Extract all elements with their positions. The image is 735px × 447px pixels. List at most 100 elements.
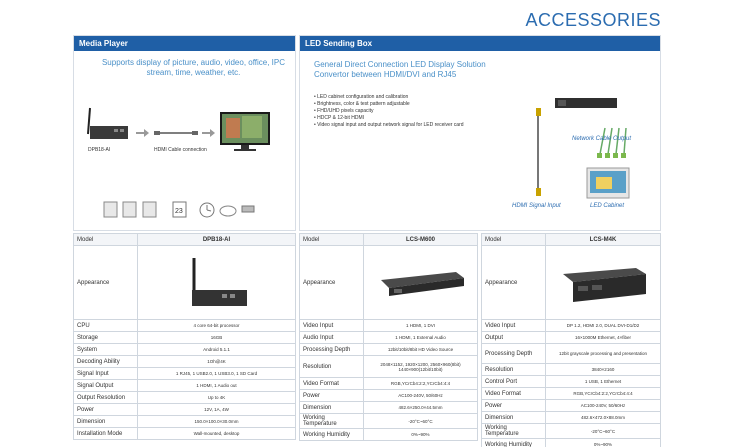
list-item: FHD/UHD pixels capacity — [314, 108, 479, 115]
led-feature-list: LED cabinet configuration and calibratio… — [314, 94, 479, 129]
model-label: Model — [73, 233, 138, 246]
spec-value: Wall-mounted, desktop — [137, 427, 296, 440]
table-row: Appearance — [299, 245, 478, 320]
spec-label: Output Resolution — [73, 391, 138, 404]
spec-label: Dimension — [299, 401, 364, 414]
spec-label: Storage — [73, 331, 138, 344]
sending-box-4k-photo — [563, 267, 646, 302]
spec-value: 1 HDMI, 1 DVI — [363, 319, 478, 332]
spec-label: Resolution — [481, 363, 546, 376]
led-illustration — [536, 98, 630, 199]
spec-label: Power — [299, 389, 364, 402]
spec-value: RGB,YCrCb4:2:2,YCrCb4:4:4 — [545, 387, 661, 400]
product-image-cell — [137, 245, 296, 320]
spec-value: 3840×2160 — [545, 363, 661, 376]
spec-value: 150.0×100.0×30.0mm — [137, 415, 296, 428]
table-row: Model LCS-M4K — [481, 233, 661, 246]
list-item: LED cabinet configuration and calibratio… — [314, 94, 479, 101]
media-player-panel: Media Player Supports display of picture… — [73, 35, 296, 231]
spec-label: Dimension — [73, 415, 138, 428]
spec-value: 4 core 64-bit processor — [137, 319, 296, 332]
spec-label: Signal Input — [73, 367, 138, 380]
spec-label: Working Temperature — [481, 423, 546, 439]
spec-value: 482.6×250.0×44.5mm — [363, 401, 478, 414]
spec-label: Working Humidity — [299, 428, 364, 441]
list-item: HDCP & 12-bit HDMI — [314, 115, 479, 122]
table-row: Appearance — [481, 245, 661, 320]
product-image-cell — [363, 245, 478, 320]
spec-label: Working Temperature — [299, 413, 364, 429]
spec-label: Signal Output — [73, 379, 138, 392]
spec-value: 1 RJ45, 1 USB2.0, 1 USB3.0, 1 SD Card — [137, 367, 296, 380]
spec-value: Up to 4K — [137, 391, 296, 404]
appearance-label: Appearance — [73, 245, 138, 320]
spec-label: Working Humidity — [481, 438, 546, 447]
sending-box-photo — [380, 271, 464, 296]
spec-label: System — [73, 343, 138, 356]
svg-text:23: 23 — [175, 208, 183, 215]
spec-value: 12V, 1A, 4W — [137, 403, 296, 416]
media-tagline: Supports display of picture, audio, vide… — [101, 58, 286, 77]
spec-label: Video Format — [299, 377, 364, 390]
spec-value: 12bit/10bit/8bit HD Video Source — [363, 343, 478, 356]
spec-label: Video Format — [481, 387, 546, 400]
media-player-header: Media Player — [74, 36, 295, 51]
spec-value: 0%~90% — [363, 428, 478, 441]
spec-value: AC100-240V, 50/60Hz — [545, 399, 661, 412]
spec-label: Installation Mode — [73, 427, 138, 440]
spec-label: Control Port — [481, 375, 546, 388]
spec-label: Power — [481, 399, 546, 412]
spec-value: 0%~90% — [545, 438, 661, 447]
spec-label: Output — [481, 331, 546, 344]
media-illustration: 23 — [87, 107, 270, 218]
table-row: Appearance — [73, 245, 296, 320]
table-row: Working Temperature-20°C~60°C — [481, 423, 661, 439]
network-cable-label: Network Cable Output — [572, 136, 632, 142]
spec-value: 2048×1152, 1920×1200, 2560×960(8bit) 144… — [363, 355, 478, 378]
device-label: DPB18-AI — [88, 147, 111, 153]
table-row: Model LCS-M600 — [299, 233, 478, 246]
list-item: Video signal input and output network si… — [314, 122, 479, 129]
spec-label: Decoding Ability — [73, 355, 138, 368]
model-name: DPB18-AI — [137, 233, 296, 246]
spec-label: Processing Depth — [481, 343, 546, 364]
spec-value: -20°C~60°C — [545, 423, 661, 439]
page-title: ACCESSORIES — [525, 10, 661, 30]
model-label: Model — [299, 233, 364, 246]
spec-value: AC100-240V, 50/60Hz — [363, 389, 478, 402]
media-player-photo — [191, 257, 247, 306]
spec-value: Android 5.1.1 — [137, 343, 296, 356]
hdmi-input-label: HDMI Signal Input — [512, 203, 561, 209]
product-image-cell — [545, 245, 661, 320]
led-sending-box-panel: LED Sending Box General Direct Connectio… — [299, 35, 661, 231]
table-row: Model DPB18-AI — [73, 233, 296, 246]
table-row: Working Temperature-20°C~60°C — [299, 413, 478, 429]
model-label: Model — [481, 233, 546, 246]
spec-value: RGB,YCrCb4:2:2,YCrCb4:4:4 — [363, 377, 478, 390]
led-cabinet-label: LED Cabinet — [590, 203, 625, 209]
spec-value: 1 USB, 1 Ethernet — [545, 375, 661, 388]
spec-value: 16GB — [137, 331, 296, 344]
spec-label: Resolution — [299, 355, 364, 378]
model-name: LCS-M600 — [363, 233, 478, 246]
